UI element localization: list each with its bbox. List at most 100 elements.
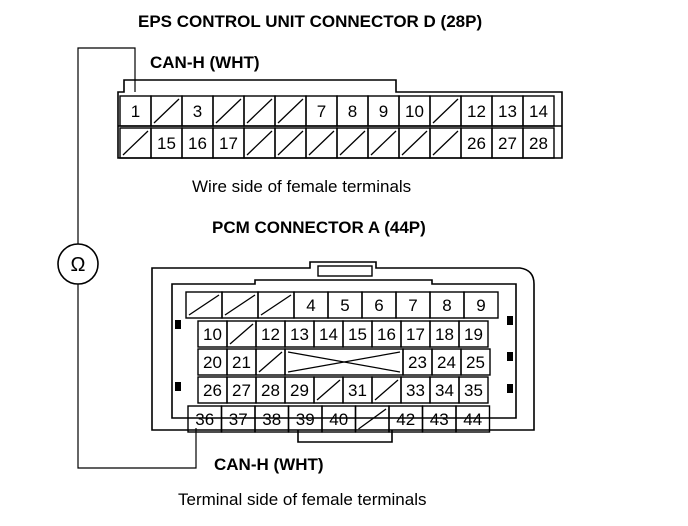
test-wire bbox=[77, 47, 197, 469]
pcm-terminal-/ bbox=[226, 320, 257, 348]
terminal-number: 38 bbox=[262, 410, 281, 429]
eps-terminal-24 bbox=[398, 127, 431, 159]
pcm-terminal-3 bbox=[257, 291, 295, 319]
terminal-number: 21 bbox=[232, 353, 251, 372]
blank-terminal-slash bbox=[432, 98, 459, 124]
eps-terminal-17: 16 bbox=[181, 127, 214, 159]
terminal-number: 5 bbox=[340, 296, 349, 315]
pcm-terminal-14: 14 bbox=[313, 320, 344, 348]
pcm-terminal-1 bbox=[185, 291, 223, 319]
terminal-number: 39 bbox=[296, 410, 315, 429]
terminal-number: 15 bbox=[348, 325, 367, 344]
pcm-terminal-39: 39 bbox=[287, 405, 323, 433]
blank-terminal-slash bbox=[246, 98, 273, 124]
pcm-terminal-23: 23 bbox=[402, 348, 433, 376]
pcm-terminal-29: 29 bbox=[284, 376, 315, 404]
pcm-terminal-10: 10 bbox=[197, 320, 228, 348]
eps-terminal-4 bbox=[212, 95, 245, 127]
pcm-terminal-8: 8 bbox=[429, 291, 465, 319]
blank-terminal-slash bbox=[260, 294, 292, 316]
eps-can-h-label: CAN-H (WHT) bbox=[150, 53, 260, 72]
pcm-terminal-9: 9 bbox=[463, 291, 499, 319]
blank-terminal-slash bbox=[215, 98, 242, 124]
pcm-caption: Terminal side of female terminals bbox=[178, 490, 426, 509]
terminal-number: 6 bbox=[374, 296, 383, 315]
terminal-number: 16 bbox=[188, 134, 207, 153]
pcm-terminal-20: 20 bbox=[197, 348, 228, 376]
eps-terminal-25 bbox=[429, 127, 462, 159]
terminal-number: 43 bbox=[430, 410, 449, 429]
blank-terminal-slash bbox=[246, 130, 273, 156]
terminal-number: 7 bbox=[408, 296, 417, 315]
blank-terminal-slash bbox=[229, 323, 254, 345]
terminal-number: 10 bbox=[405, 102, 424, 121]
pcm-terminal-17: 17 bbox=[400, 320, 431, 348]
eps-terminal-10: 10 bbox=[398, 95, 431, 127]
pcm-terminal-4: 4 bbox=[293, 291, 329, 319]
terminal-number: 27 bbox=[498, 134, 517, 153]
terminal-number: 12 bbox=[261, 325, 280, 344]
terminal-number: 17 bbox=[219, 134, 238, 153]
pcm-terminal-6: 6 bbox=[361, 291, 397, 319]
pcm-terminal-43: 43 bbox=[421, 405, 457, 433]
terminal-number: 8 bbox=[442, 296, 451, 315]
blank-terminal-slash bbox=[308, 130, 335, 156]
terminal-number: 24 bbox=[437, 353, 456, 372]
eps-terminal-5 bbox=[243, 95, 276, 127]
eps-terminal-13: 13 bbox=[491, 95, 524, 127]
pcm-terminal-25: 25 bbox=[460, 348, 491, 376]
terminal-number: 4 bbox=[306, 296, 315, 315]
terminal-number: 14 bbox=[319, 325, 338, 344]
terminal-number: 9 bbox=[379, 102, 388, 121]
eps-terminal-20 bbox=[274, 127, 307, 159]
eps-terminal-12: 12 bbox=[460, 95, 493, 127]
terminal-number: 9 bbox=[476, 296, 485, 315]
terminal-number: 16 bbox=[377, 325, 396, 344]
pcm-terminal-33: 33 bbox=[400, 376, 431, 404]
eps-connector-title: EPS CONTROL UNIT CONNECTOR D (28P) bbox=[138, 12, 482, 31]
eps-terminal-23 bbox=[367, 127, 400, 159]
ohm-symbol: Ω bbox=[71, 254, 86, 276]
terminal-number: 13 bbox=[290, 325, 309, 344]
pcm-terminal-40: 40 bbox=[321, 405, 357, 433]
pcm-terminal-36: 36 bbox=[187, 405, 223, 433]
eps-terminal-26: 26 bbox=[460, 127, 493, 159]
terminal-number: 19 bbox=[464, 325, 483, 344]
eps-terminal-2 bbox=[150, 95, 183, 127]
terminal-number: 23 bbox=[408, 353, 427, 372]
terminal-number: 3 bbox=[193, 102, 202, 121]
terminal-number: 29 bbox=[290, 381, 309, 400]
terminal-number: 40 bbox=[329, 410, 348, 429]
terminal-number: 8 bbox=[348, 102, 357, 121]
pcm-terminal-32 bbox=[371, 376, 402, 404]
terminal-number: 28 bbox=[529, 134, 548, 153]
ohmmeter-icon: Ω bbox=[57, 243, 99, 285]
pcm-terminal-30 bbox=[313, 376, 344, 404]
pcm-terminal-28: 28 bbox=[255, 376, 286, 404]
eps-terminal-1: 1 bbox=[119, 95, 152, 127]
eps-terminal-3: 3 bbox=[181, 95, 214, 127]
blank-terminal-slash bbox=[358, 408, 387, 430]
eps-caption: Wire side of female terminals bbox=[192, 177, 411, 196]
pcm-terminal-18: 18 bbox=[429, 320, 460, 348]
terminal-number: 17 bbox=[406, 325, 425, 344]
terminal-number: 28 bbox=[261, 381, 280, 400]
terminal-number: 12 bbox=[467, 102, 486, 121]
pcm-terminal-13: 13 bbox=[284, 320, 315, 348]
eps-terminal-9: 9 bbox=[367, 95, 400, 127]
blank-terminal-slash bbox=[432, 130, 459, 156]
blank-terminal-slash bbox=[277, 130, 304, 156]
terminal-number: 35 bbox=[464, 381, 483, 400]
blank-terminal-slash bbox=[224, 294, 256, 316]
eps-terminal-6 bbox=[274, 95, 307, 127]
eps-terminal-8: 8 bbox=[336, 95, 369, 127]
pcm-terminal-35: 35 bbox=[458, 376, 489, 404]
pcm-terminal-42: 42 bbox=[388, 405, 424, 433]
pcm-terminal-15: 15 bbox=[342, 320, 373, 348]
eps-terminal-7: 7 bbox=[305, 95, 338, 127]
blank-terminal-slash bbox=[122, 130, 149, 156]
pcm-terminal-22 bbox=[255, 348, 286, 376]
